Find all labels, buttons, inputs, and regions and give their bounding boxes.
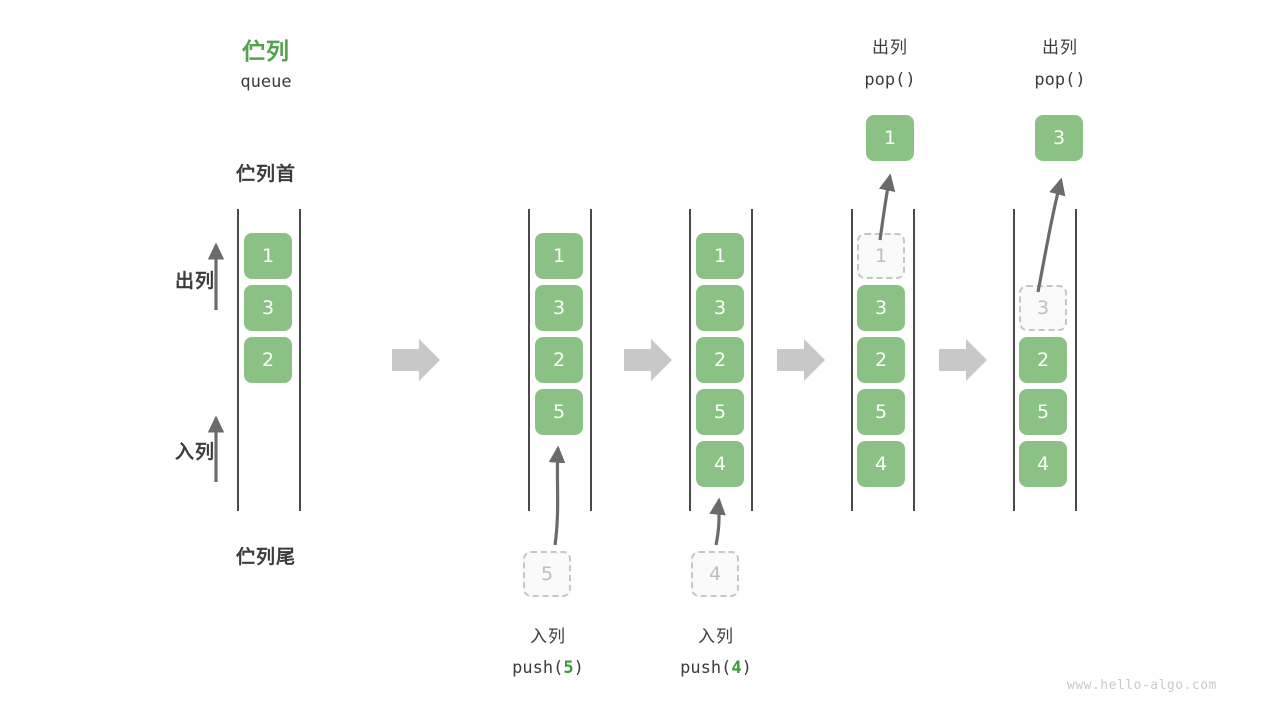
push-caption-code-1: push(5) (488, 658, 608, 678)
pop-caption-cn-1: 出列 (872, 38, 908, 58)
watermark: www.hello-algo.com (1067, 678, 1217, 693)
queue-cell: 1 (535, 233, 583, 279)
queue-tail-label: 伫列尾 (235, 546, 296, 568)
pop-caption-code-2: pop() (1034, 70, 1086, 90)
queue-cell: 3 (244, 285, 292, 331)
queue-cell: 4 (696, 441, 744, 487)
queue-head-label: 伫列首 (235, 163, 296, 185)
queue-cell: 2 (244, 337, 292, 383)
flow-arrow-2 (624, 339, 672, 381)
queue-cell: 1 (696, 233, 744, 279)
rail-right-col3 (751, 209, 753, 511)
rail-left-col5 (1013, 209, 1015, 511)
push-code-suffix-2: ) (741, 658, 752, 678)
queue-cell: 5 (535, 389, 583, 435)
queue-cell: 5 (1019, 389, 1067, 435)
push-code-suffix-1: ) (573, 658, 584, 678)
queue-cell: 2 (857, 337, 905, 383)
queue-cell: 5 (857, 389, 905, 435)
rail-left-col3 (689, 209, 691, 511)
rail-left-col1 (237, 209, 239, 511)
push-code-arg-2: 4 (731, 658, 742, 678)
push-arrow-2 (709, 497, 726, 546)
queue-cell: 2 (1019, 337, 1067, 383)
popped-cell: 1 (866, 115, 914, 161)
ghost-cell-push: 4 (691, 551, 739, 597)
rail-right-col1 (299, 209, 301, 511)
ghost-cell-pop: 3 (1019, 285, 1067, 331)
pop-caption-code-1: pop() (864, 70, 916, 90)
push-code-prefix-2: push( (680, 658, 732, 678)
push-code-prefix-1: push( (512, 658, 564, 678)
push-caption-cn-2: 入列 (698, 627, 734, 647)
ghost-cell-pop: 1 (857, 233, 905, 279)
ghost-cell-push: 5 (523, 551, 571, 597)
queue-cell: 4 (1019, 441, 1067, 487)
enqueue-label: 入列 (174, 441, 215, 463)
queue-cell: 3 (535, 285, 583, 331)
push-caption-cn-1: 入列 (530, 627, 566, 647)
rail-right-col4 (913, 209, 915, 511)
diagram-title-en: queue (240, 72, 292, 92)
rail-left-col2 (528, 209, 530, 511)
push-code-arg-1: 5 (563, 658, 574, 678)
queue-cell: 5 (696, 389, 744, 435)
queue-cell: 3 (696, 285, 744, 331)
pop-arrow-2 (1036, 177, 1066, 293)
dequeue-label: 出列 (174, 270, 215, 292)
rail-left-col4 (851, 209, 853, 511)
diagram-title-cn: 伫列 (242, 39, 290, 65)
rail-right-col5 (1075, 209, 1077, 511)
queue-cell: 1 (244, 233, 292, 279)
queue-cell: 4 (857, 441, 905, 487)
popped-cell: 3 (1035, 115, 1083, 161)
pop-arrow-1 (878, 173, 896, 241)
flow-arrow-4 (939, 339, 987, 381)
flow-arrow-3 (777, 339, 825, 381)
queue-cell: 3 (857, 285, 905, 331)
queue-cell: 2 (535, 337, 583, 383)
push-caption-code-2: push(4) (656, 658, 776, 678)
rail-right-col2 (590, 209, 592, 511)
pop-caption-cn-2: 出列 (1042, 38, 1078, 58)
flow-arrow-1 (392, 339, 440, 381)
queue-cell: 2 (696, 337, 744, 383)
push-arrow-1 (548, 445, 566, 546)
